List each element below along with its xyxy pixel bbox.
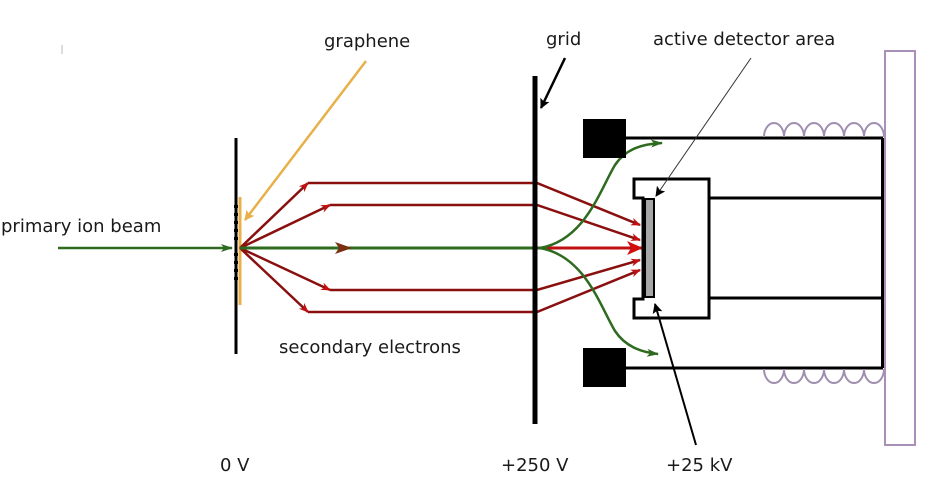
- electron-ray-4: [239, 247, 309, 313]
- label-voltage-detector: +25 kV: [666, 455, 733, 476]
- electron-ray-2: [239, 203, 331, 250]
- grid-pointer-arrow: [539, 57, 567, 109]
- graphene-pointer-arrow: [244, 60, 367, 221]
- electron-path-2: [330, 203, 641, 242]
- label-primary-ion-beam: primary ion beam: [1, 216, 162, 237]
- active-area-pointer: [655, 57, 752, 197]
- deflected-ion-upper: [539, 139, 663, 250]
- label-grid: grid: [546, 29, 582, 50]
- upper-electrode-block: [583, 119, 626, 158]
- label-voltage-grid: +250 V: [501, 455, 569, 476]
- electron-ray-3: [239, 246, 331, 292]
- upper-coil: [763, 122, 885, 138]
- lower-electrode-block: [583, 348, 626, 387]
- active-detector-area: [644, 198, 655, 298]
- aperture-dots: [234, 205, 238, 280]
- label-voltage-sample: 0 V: [220, 455, 250, 476]
- deflected-ion-lower: [539, 246, 659, 357]
- lower-coil: [763, 368, 885, 384]
- label-active-detector-area: active detector area: [653, 29, 836, 50]
- mounting-flange: [884, 50, 916, 446]
- transmitted-beam-arrowhead: [335, 242, 352, 254]
- electron-ray-1: [239, 182, 309, 249]
- label-secondary-electrons: secondary electrons: [279, 337, 461, 358]
- label-graphene: graphene: [324, 31, 411, 52]
- detector-voltage-pointer: [652, 303, 697, 446]
- electron-path-3: [330, 258, 641, 292]
